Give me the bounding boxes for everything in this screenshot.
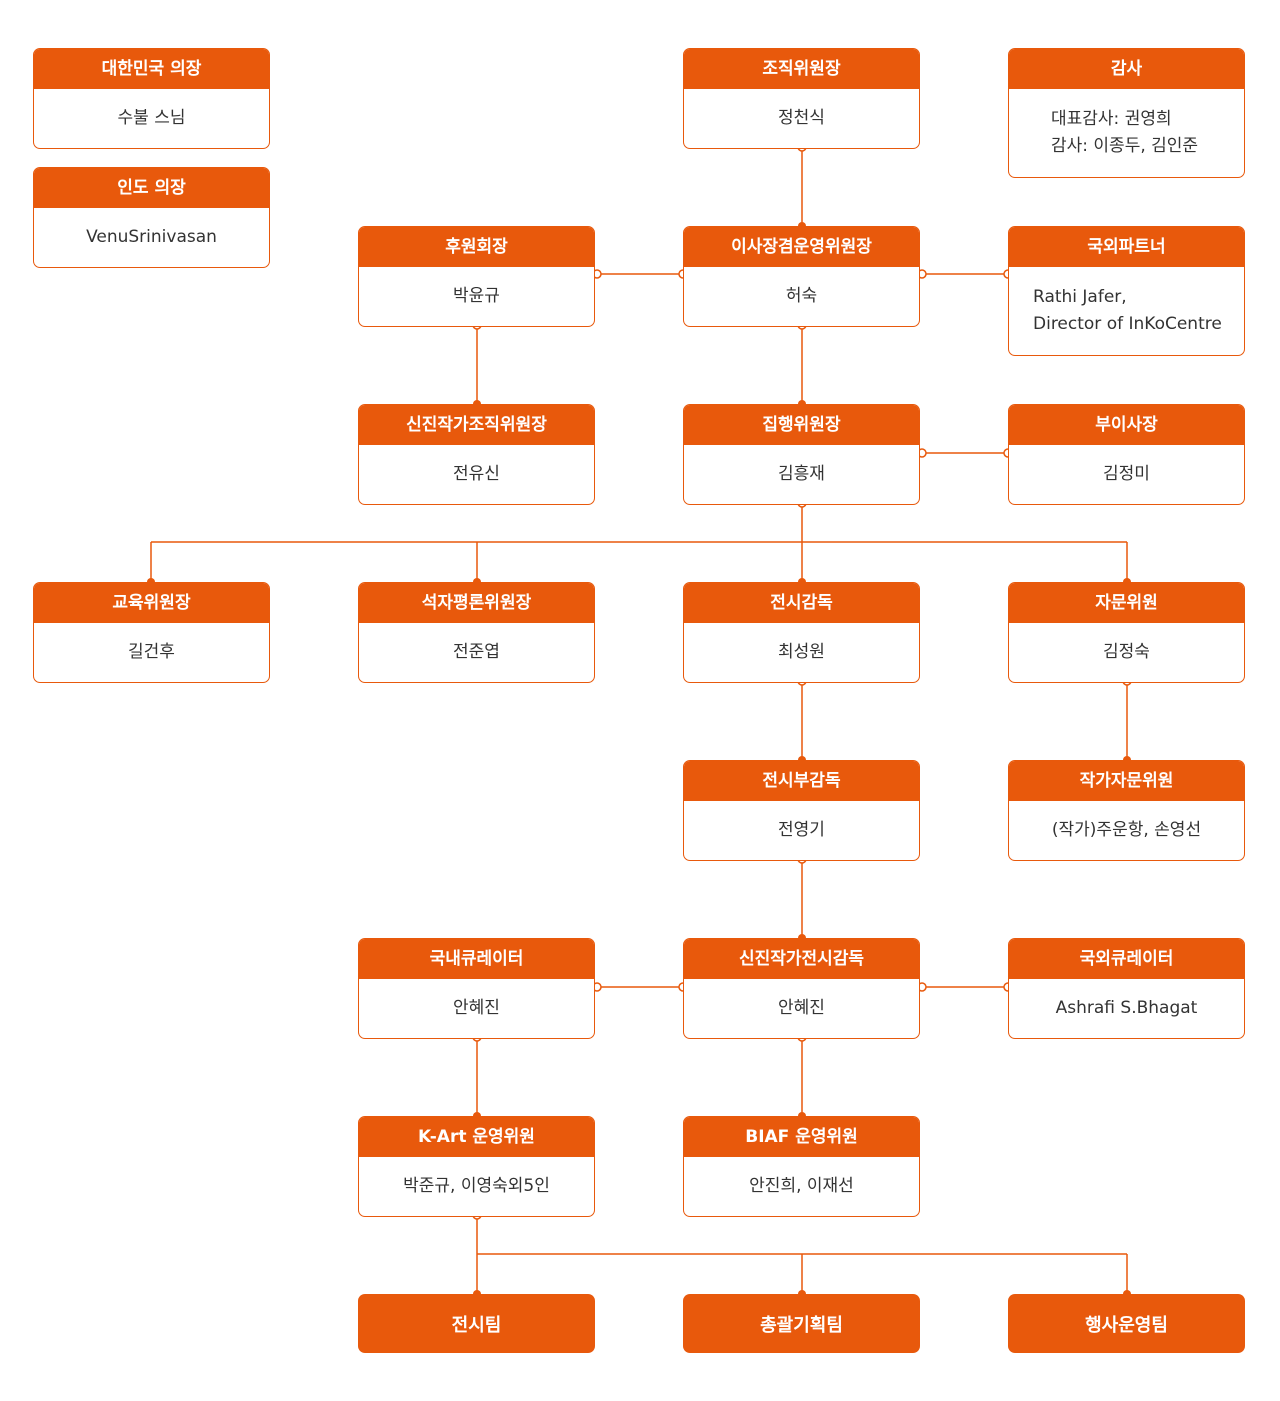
kart-committee-title: K-Art 운영위원 xyxy=(359,1117,594,1157)
critique-title: 석자평론위원장 xyxy=(359,583,594,623)
advisor-name: 김정숙 xyxy=(1103,642,1150,662)
auditor-box: 감사 대표감사: 권영희 감사: 이종두, 김인준 xyxy=(1008,48,1245,178)
overseas-partner-name: Rathi Jafer, Director of InKoCentre xyxy=(1033,287,1222,334)
biaf-committee-title: BIAF 운영위원 xyxy=(684,1117,919,1157)
domestic-curator-box: 국내큐레이터 안혜진 xyxy=(358,938,595,1039)
org-chair-title: 조직위원장 xyxy=(684,49,919,89)
deputy-director-title: 전시부감독 xyxy=(684,761,919,801)
overseas-curator-title: 국외큐레이터 xyxy=(1009,939,1244,979)
korea-chair-name: 수불 스님 xyxy=(117,108,186,128)
exhibit-director-name: 최성원 xyxy=(778,642,825,662)
new-artist-director-title: 신진작가전시감독 xyxy=(684,939,919,979)
korea-chair-box: 대한민국 의장 수불 스님 xyxy=(33,48,270,149)
vice-president-title: 부이사장 xyxy=(1009,405,1244,445)
kart-committee-names: 박준규, 이영숙외5인 xyxy=(403,1176,550,1196)
events-team: 행사운영팀 xyxy=(1008,1294,1245,1353)
president-name: 허숙 xyxy=(785,286,818,306)
advisor-title: 자문위원 xyxy=(1009,583,1244,623)
biaf-committee-names: 안진희, 이재선 xyxy=(749,1176,854,1196)
artist-advisor-box: 작가자문위원 (작가)주운항, 손영선 xyxy=(1008,760,1245,861)
sponsor-chair-box: 후원회장 박윤규 xyxy=(358,226,595,327)
exec-chair-title: 집행위원장 xyxy=(684,405,919,445)
exec-chair-box: 집행위원장 김흥재 xyxy=(683,404,920,505)
new-artist-org-name: 전유신 xyxy=(453,464,500,484)
india-chair-name: VenuSrinivasan xyxy=(86,227,217,247)
critique-box: 석자평론위원장 전준엽 xyxy=(358,582,595,683)
overseas-partner-title: 국외파트너 xyxy=(1009,227,1244,267)
kart-committee-box: K-Art 운영위원 박준규, 이영숙외5인 xyxy=(358,1116,595,1217)
india-chair-title: 인도 의장 xyxy=(34,168,269,208)
auditor-names: 대표감사: 권영희 감사: 이종두, 김인준 xyxy=(1051,109,1199,156)
critique-name: 전준엽 xyxy=(453,642,500,662)
vice-president-box: 부이사장 김정미 xyxy=(1008,404,1245,505)
exhibition-team: 전시팀 xyxy=(358,1294,595,1353)
president-box: 이사장겸운영위원장 허숙 xyxy=(683,226,920,327)
biaf-committee-box: BIAF 운영위원 안진희, 이재선 xyxy=(683,1116,920,1217)
new-artist-director-box: 신진작가전시감독 안혜진 xyxy=(683,938,920,1039)
president-title: 이사장겸운영위원장 xyxy=(684,227,919,267)
sponsor-chair-title: 후원회장 xyxy=(359,227,594,267)
new-artist-director-name: 안혜진 xyxy=(778,998,825,1018)
advisor-box: 자문위원 김정숙 xyxy=(1008,582,1245,683)
exhibit-director-title: 전시감독 xyxy=(684,583,919,623)
overseas-curator-name: Ashrafi S.Bhagat xyxy=(1055,998,1198,1018)
sponsor-chair-name: 박윤규 xyxy=(453,286,500,306)
korea-chair-title: 대한민국 의장 xyxy=(34,49,269,89)
education-title: 교육위원장 xyxy=(34,583,269,623)
exec-chair-name: 김흥재 xyxy=(778,464,825,484)
org-chair-name: 정천식 xyxy=(778,108,825,128)
exhibit-director-box: 전시감독 최성원 xyxy=(683,582,920,683)
education-box: 교육위원장 길건후 xyxy=(33,582,270,683)
domestic-curator-name: 안혜진 xyxy=(453,998,500,1018)
new-artist-org-title: 신진작가조직위원장 xyxy=(359,405,594,445)
overseas-partner-box: 국외파트너 Rathi Jafer, Director of InKoCentr… xyxy=(1008,226,1245,356)
overseas-curator-box: 국외큐레이터 Ashrafi S.Bhagat xyxy=(1008,938,1245,1039)
auditor-title: 감사 xyxy=(1009,49,1244,89)
new-artist-org-box: 신진작가조직위원장 전유신 xyxy=(358,404,595,505)
artist-advisor-title: 작가자문위원 xyxy=(1009,761,1244,801)
india-chair-box: 인도 의장 VenuSrinivasan xyxy=(33,167,270,268)
education-name: 길건후 xyxy=(128,642,175,662)
domestic-curator-title: 국내큐레이터 xyxy=(359,939,594,979)
planning-team: 총괄기획팀 xyxy=(683,1294,920,1353)
deputy-director-name: 전영기 xyxy=(778,820,825,840)
artist-advisor-names: (작가)주운항, 손영선 xyxy=(1051,820,1202,840)
vice-president-name: 김정미 xyxy=(1103,464,1150,484)
org-chair-box: 조직위원장 정천식 xyxy=(683,48,920,149)
deputy-director-box: 전시부감독 전영기 xyxy=(683,760,920,861)
